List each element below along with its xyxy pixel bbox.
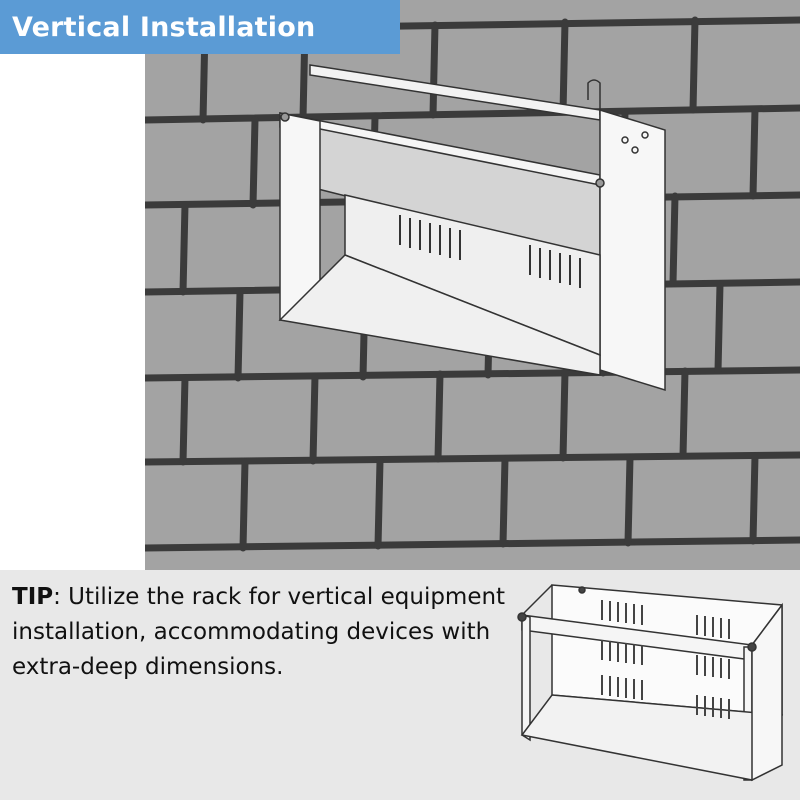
title-banner: Vertical Installation (0, 0, 400, 54)
tip-text: TIP: Utilize the rack for vertical equip… (12, 580, 512, 685)
tip-label: TIP (12, 584, 54, 610)
rack-product-illustration (512, 575, 797, 790)
left-margin (0, 54, 145, 570)
wall-mounted-rack-illustration (270, 55, 680, 400)
tip-body: : Utilize the rack for vertical equipmen… (12, 584, 506, 680)
page-title: Vertical Installation (12, 11, 316, 43)
